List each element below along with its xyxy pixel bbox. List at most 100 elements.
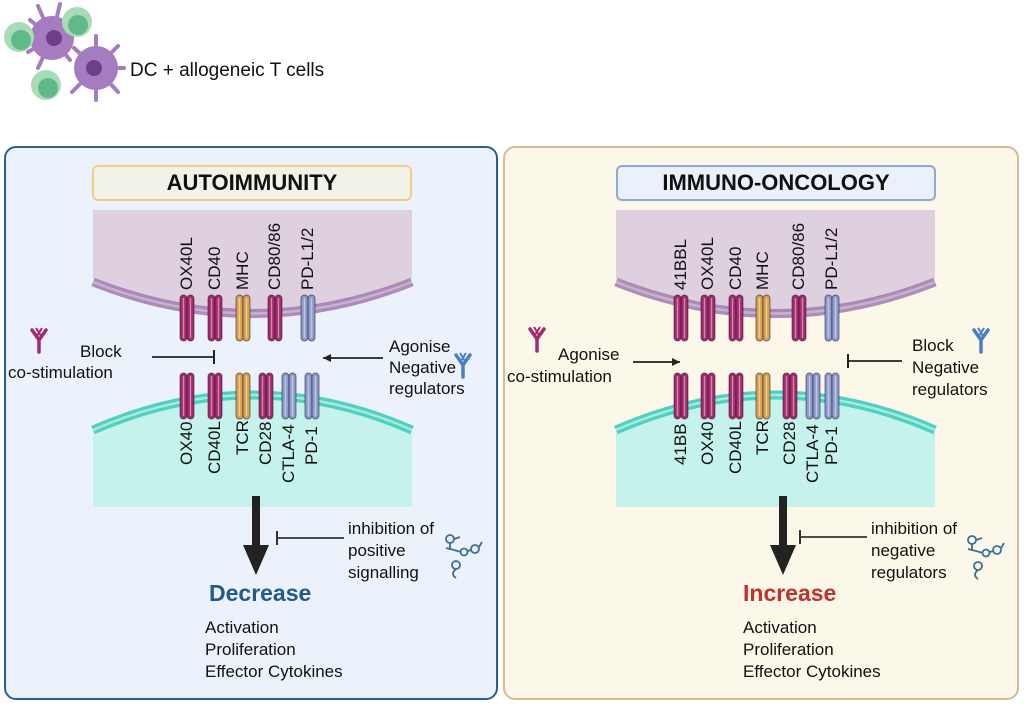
negative-label: Negative: [389, 358, 457, 377]
apc-receptor-label: CD40: [205, 246, 224, 290]
outcome-item: Proliferation: [743, 640, 834, 659]
apc-receptor-label: OX40L: [698, 237, 717, 290]
receptor: [235, 372, 251, 420]
t-cell-receptor-label: TCR: [753, 420, 772, 456]
antibody-arm-icon: [977, 327, 985, 337]
antibody-arm-icon: [459, 352, 467, 362]
arrowhead: [672, 358, 680, 366]
outcome-item: Effector Cytokines: [743, 662, 881, 681]
apc-receptor-label: PD-L1/2: [298, 227, 317, 290]
receptor: [267, 294, 283, 342]
receptor: [179, 294, 195, 342]
co-stimulation-label: co-stimulation: [8, 363, 113, 382]
agonise-label: Agonise: [389, 337, 451, 356]
t-cell-receptor-label: CTLA-4: [803, 424, 822, 484]
receptor: [235, 294, 251, 342]
signalling-label: signalling: [348, 563, 419, 582]
apc-membrane-inner: [615, 280, 936, 315]
t-cell-receptor-label: 41BB: [671, 423, 690, 465]
negative-label: negative: [871, 541, 936, 560]
receptor: [300, 294, 316, 342]
outcome-list-left: Activation Proliferation Effector Cytoki…: [205, 617, 343, 683]
receptor: [207, 372, 223, 420]
negative-label: Negative: [912, 358, 980, 377]
arrowhead: [323, 354, 331, 362]
apc-receptor-label: CD80/86: [789, 222, 808, 290]
outcome-item: Activation: [743, 618, 817, 637]
t-cell-receptor-label: CD28: [780, 421, 799, 465]
t-cell-receptor-label: CD40L: [205, 421, 224, 474]
apc-cell: [616, 210, 935, 312]
t-cell-receptor-label: CD28: [256, 421, 275, 465]
apc-receptor-label: 41BBL: [671, 238, 690, 290]
signal-arrowhead: [243, 545, 269, 575]
receptor: [755, 294, 771, 342]
antibody-icon: [972, 328, 990, 354]
t-cell-receptor-label: CD40L: [726, 421, 745, 474]
receptor: [673, 372, 689, 420]
receptor: [179, 372, 195, 420]
regulators-label: regulators: [912, 380, 988, 399]
apc-receptor-label: PD-L1/2: [822, 227, 841, 290]
signal-arrow-shaft: [779, 496, 787, 546]
receptor: [824, 294, 840, 342]
immuno-oncology-title: IMMUNO-ONCOLOGY: [616, 165, 936, 201]
apc-cell: [93, 210, 412, 312]
co-stimulation-label: co-stimulation: [507, 367, 612, 386]
increase-label: Increase: [743, 580, 837, 606]
apc-membrane-inner: [92, 280, 413, 315]
regulators-label: regulators: [871, 563, 947, 582]
apc-receptor-label: CD40: [726, 246, 745, 290]
t-cell-receptor-label: CTLA-4: [279, 424, 298, 484]
t-cell-receptor-label: PD-1: [822, 425, 841, 465]
antibody-icon: [30, 328, 48, 354]
outcome-item: Effector Cytokines: [205, 662, 343, 681]
small-molecule-icon: [445, 534, 483, 579]
antibody-arm-icon: [35, 327, 43, 337]
t-cell-membrane-inner: [92, 393, 413, 432]
signal-arrowhead: [770, 545, 796, 575]
apc-receptor-label: OX40L: [177, 237, 196, 290]
receptor: [700, 294, 716, 342]
outcome-item: Activation: [205, 618, 279, 637]
receptor: [824, 372, 840, 420]
receptor: [805, 372, 821, 420]
t-cell: [93, 395, 412, 507]
outcome-item: Proliferation: [205, 640, 296, 659]
regulators-label: regulators: [389, 379, 465, 398]
block-label: Block: [80, 342, 122, 361]
antibody-icon: [528, 327, 546, 353]
receptor: [700, 372, 716, 420]
receptor: [673, 294, 689, 342]
receptor: [755, 372, 771, 420]
block-label: Block: [912, 336, 954, 355]
positive-label: positive: [348, 541, 406, 560]
t-cell-receptor-label: TCR: [233, 420, 252, 456]
apc-receptor-label: CD80/86: [265, 222, 284, 290]
small-molecule-icon: [967, 535, 1005, 580]
t-cell-receptor-label: OX40: [698, 421, 717, 465]
t-cell-receptor-label: OX40: [177, 421, 196, 465]
receptor: [281, 372, 297, 420]
apc-receptor-label: MHC: [753, 251, 772, 290]
autoimmunity-title: AUTOIMMUNITY: [92, 165, 412, 201]
decrease-label: Decrease: [209, 580, 312, 606]
t-cell-membrane-inner: [615, 393, 936, 432]
inhibition-label: inhibition of: [871, 519, 958, 538]
signal-arrow-shaft: [252, 496, 260, 546]
receptor: [791, 294, 807, 342]
antibody-arm-icon: [533, 326, 541, 336]
inhibition-label: inhibition of: [348, 519, 435, 538]
t-cell-receptor-label: PD-1: [302, 425, 321, 465]
receptor: [258, 372, 274, 420]
receptor: [728, 294, 744, 342]
apc-receptor-label: MHC: [233, 251, 252, 290]
receptor: [304, 372, 320, 420]
receptor: [782, 372, 798, 420]
t-cell: [616, 395, 935, 507]
receptor: [207, 294, 223, 342]
receptor: [728, 372, 744, 420]
header-label: DC + allogeneic T cells: [130, 60, 325, 81]
antibody-icon: [454, 353, 472, 379]
